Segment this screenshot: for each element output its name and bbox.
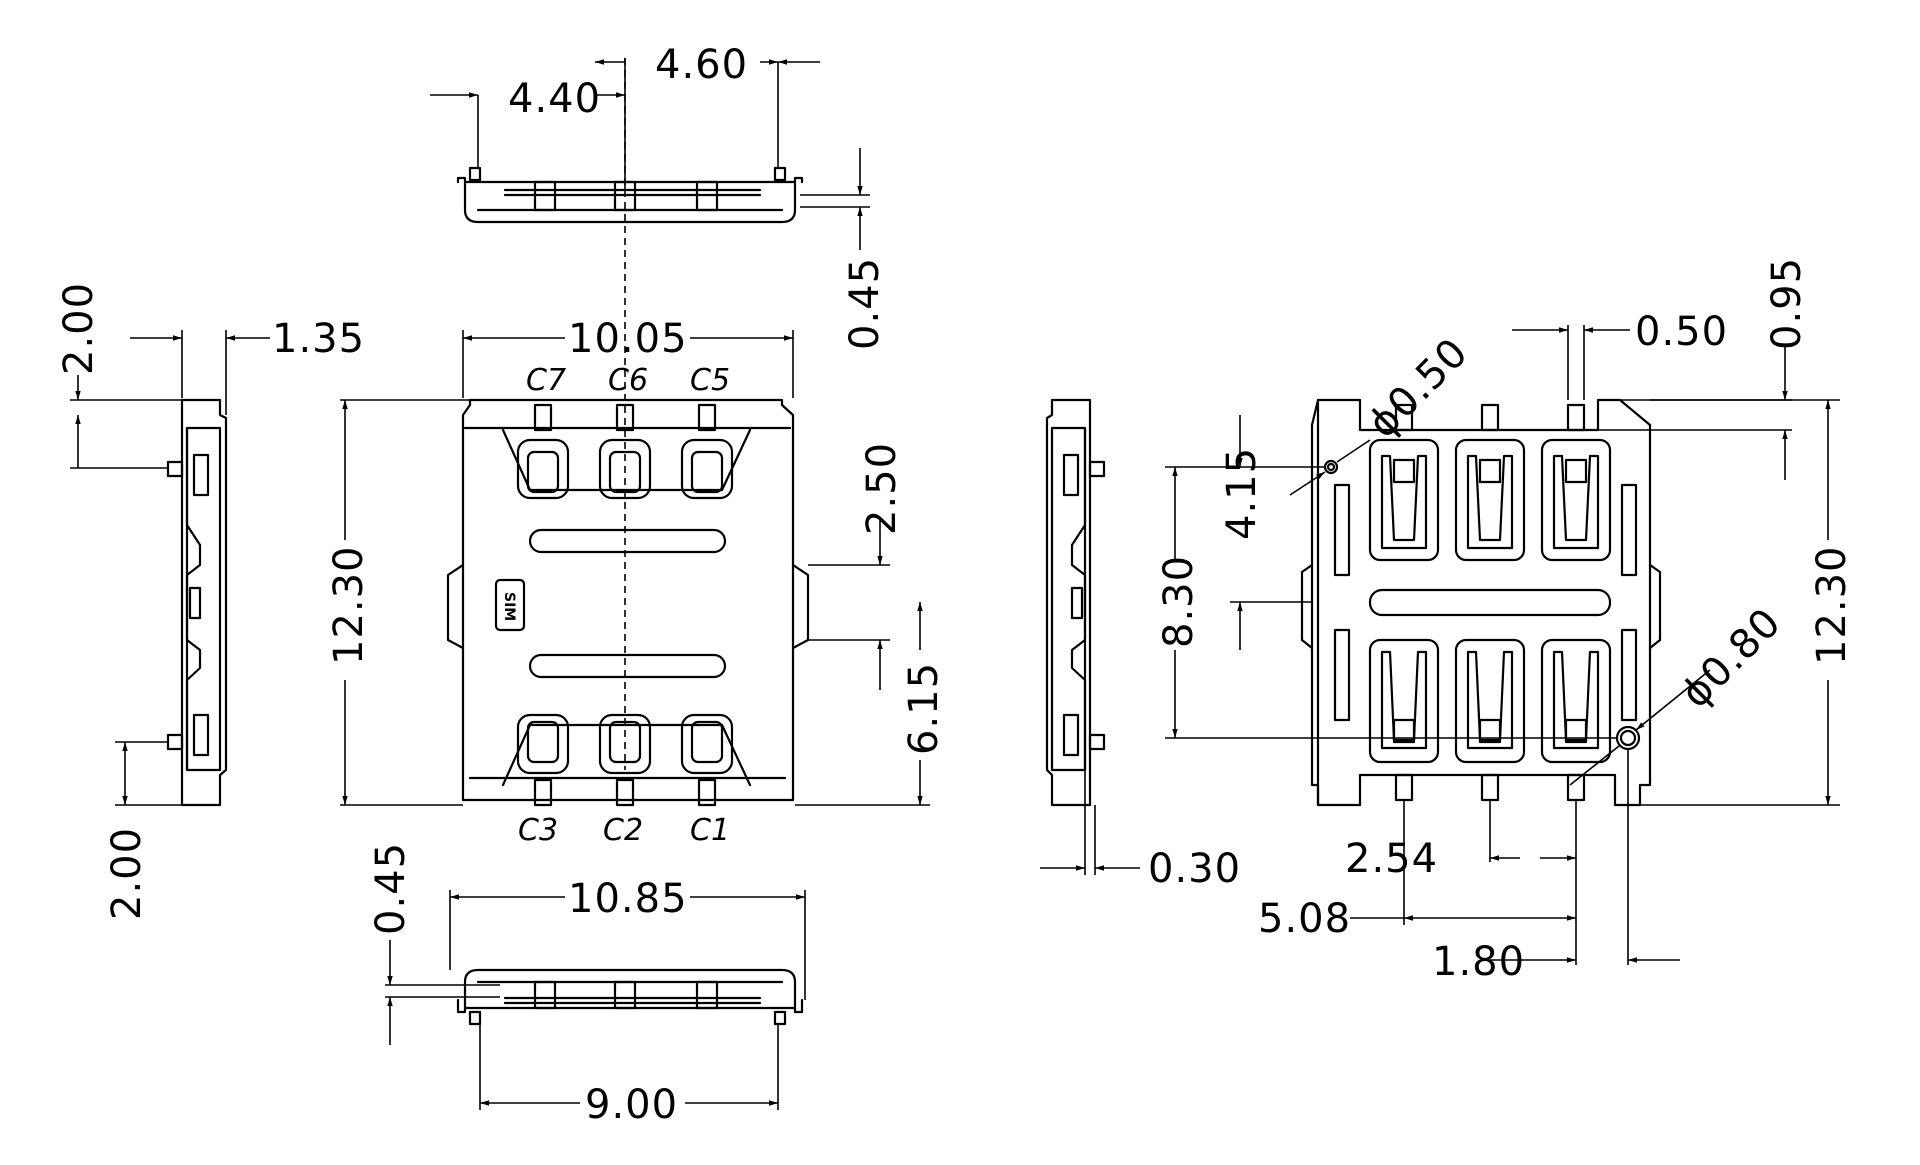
footprint-dimensions: 0.50 0.95 ϕ0.50 8.30 4.15 12.30 ϕ0.80 2. [1156, 257, 1855, 985]
front-view: SIM [446, 58, 810, 807]
dim-4-15: 4.15 [1219, 447, 1265, 540]
sim-label: SIM [501, 592, 517, 621]
sim-mark [494, 578, 526, 632]
hole-small [1323, 459, 1339, 475]
dim-6-15: 6.15 [901, 662, 947, 755]
pin-labels: C7 C6 C5 C3 C2 C1 [518, 363, 730, 848]
pin-c1: C1 [690, 813, 730, 848]
dim-9-00: 9.00 [585, 1082, 678, 1128]
dim-0-30: 0.30 [1148, 846, 1241, 892]
top-dimensions: 4.40 4.60 0.45 [430, 42, 888, 350]
right-side-dimensions: 0.30 [1040, 770, 1241, 892]
dim-2-50: 2.50 [859, 442, 905, 535]
dim-2-54: 2.54 [1345, 836, 1438, 882]
dim-0-50: 0.50 [1635, 309, 1728, 355]
pin-c6: C6 [608, 363, 648, 398]
top-contacts [516, 403, 734, 500]
bottom-side-view [456, 968, 804, 1026]
dim-10-85: 10.85 [568, 876, 688, 922]
dim-12-30-front: 12.30 [326, 545, 372, 665]
dim-5-08: 5.08 [1258, 896, 1351, 942]
front-dimensions: 10.05 12.30 2.50 6.15 [326, 316, 947, 806]
right-side-view [1045, 398, 1106, 807]
dim-0-95: 0.95 [1764, 257, 1810, 350]
pin-c7: C7 [526, 363, 566, 398]
left-dimensions: 1.35 2.00 2.00 [56, 282, 365, 920]
dim-2-00-bottom: 2.00 [104, 827, 150, 920]
pin-c5: C5 [690, 363, 730, 398]
dim-12-30-right: 12.30 [1809, 545, 1855, 665]
pin-c3: C3 [518, 813, 558, 848]
dim-1-80: 1.80 [1432, 939, 1525, 985]
dim-1-35: 1.35 [272, 316, 365, 362]
dim-0-45-top: 0.45 [842, 257, 888, 350]
pin-c2: C2 [603, 813, 643, 848]
footprint-view [1300, 398, 1662, 807]
top-side-view [456, 166, 804, 224]
left-side-view [166, 398, 228, 807]
dim-8-30: 8.30 [1156, 555, 1202, 648]
dim-2-00-top: 2.00 [56, 282, 102, 375]
dim-0-45-bottom: 0.45 [368, 842, 414, 935]
dim-4-60: 4.60 [655, 42, 748, 88]
bottom-dimensions: 10.85 9.00 0.45 [368, 842, 806, 1128]
dim-hole-0-80: ϕ0.80 [1673, 599, 1791, 717]
dim-4-40: 4.40 [508, 76, 601, 122]
dim-10-05: 10.05 [568, 316, 688, 362]
